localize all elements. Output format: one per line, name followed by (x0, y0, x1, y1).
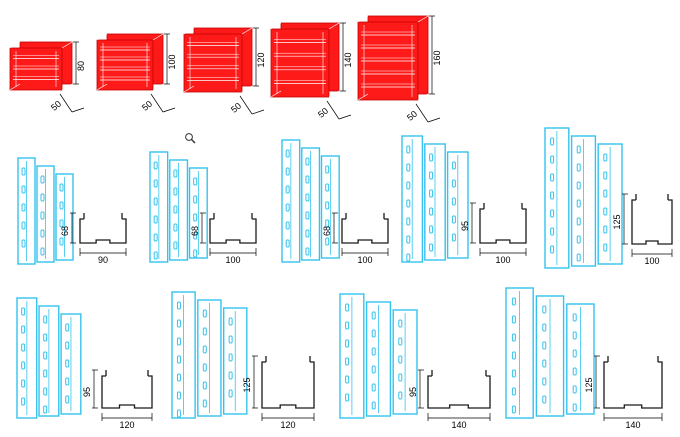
upright-height-label: 95 (460, 221, 470, 231)
upright-profile: 125 140 (505, 287, 663, 430)
upright-profile: 68 90 (17, 157, 127, 265)
beam-width-label: 50 (405, 109, 419, 123)
upright-width-label: 100 (357, 255, 372, 265)
upright-width-label: 90 (98, 255, 108, 265)
upright-height-label: 68 (190, 226, 200, 236)
upright-profile: 95 100 (401, 135, 527, 265)
upright-profile: 95 120 (16, 297, 153, 430)
beam-height-label: 80 (76, 61, 86, 71)
beam-profile: 120 50 (183, 27, 266, 115)
upright-width-label: 100 (644, 256, 659, 266)
upright-profile: 95 140 (339, 293, 491, 430)
beam-profile: 160 50 (357, 15, 442, 123)
upright-width-label: 100 (495, 255, 510, 265)
upright-profile: 125 100 (544, 127, 673, 269)
upright-height-label: 125 (584, 377, 594, 392)
upright-width-label: 140 (451, 420, 466, 430)
magnifier-icon[interactable] (185, 133, 196, 144)
upright-profile: 125 120 (171, 291, 315, 430)
beam-profile: 80 50 (9, 41, 86, 113)
beam-width-label: 50 (229, 101, 243, 115)
upright-profiles: 68 90 68 100 68 100 95 100 125 100 95 120 125 120 95 14… (16, 127, 673, 430)
beam-profiles: 80 50 100 50 120 50 140 50 160 50 (9, 15, 442, 123)
beam-profile: 140 50 (270, 22, 353, 120)
upright-height-label: 95 (408, 387, 418, 397)
upright-width-label: 140 (625, 420, 640, 430)
upright-height-label: 125 (242, 377, 252, 392)
beam-width-label: 50 (49, 99, 63, 113)
upright-height-label: 68 (322, 226, 332, 236)
upright-width-label: 120 (280, 420, 295, 430)
upright-width-label: 120 (119, 420, 134, 430)
upright-height-label: 95 (82, 387, 92, 397)
upright-height-label: 125 (612, 214, 622, 229)
beam-width-label: 50 (316, 106, 330, 120)
beam-height-label: 120 (256, 52, 266, 67)
upright-width-label: 100 (225, 255, 240, 265)
beam-profile: 100 50 (96, 33, 177, 113)
beam-height-label: 100 (167, 54, 177, 69)
beam-height-label: 140 (343, 52, 353, 67)
upright-height-label: 68 (60, 226, 70, 236)
upright-profile: 68 100 (149, 151, 257, 265)
beam-width-label: 50 (140, 99, 154, 113)
upright-profile: 68 100 (281, 139, 389, 265)
beam-height-label: 160 (432, 50, 442, 65)
